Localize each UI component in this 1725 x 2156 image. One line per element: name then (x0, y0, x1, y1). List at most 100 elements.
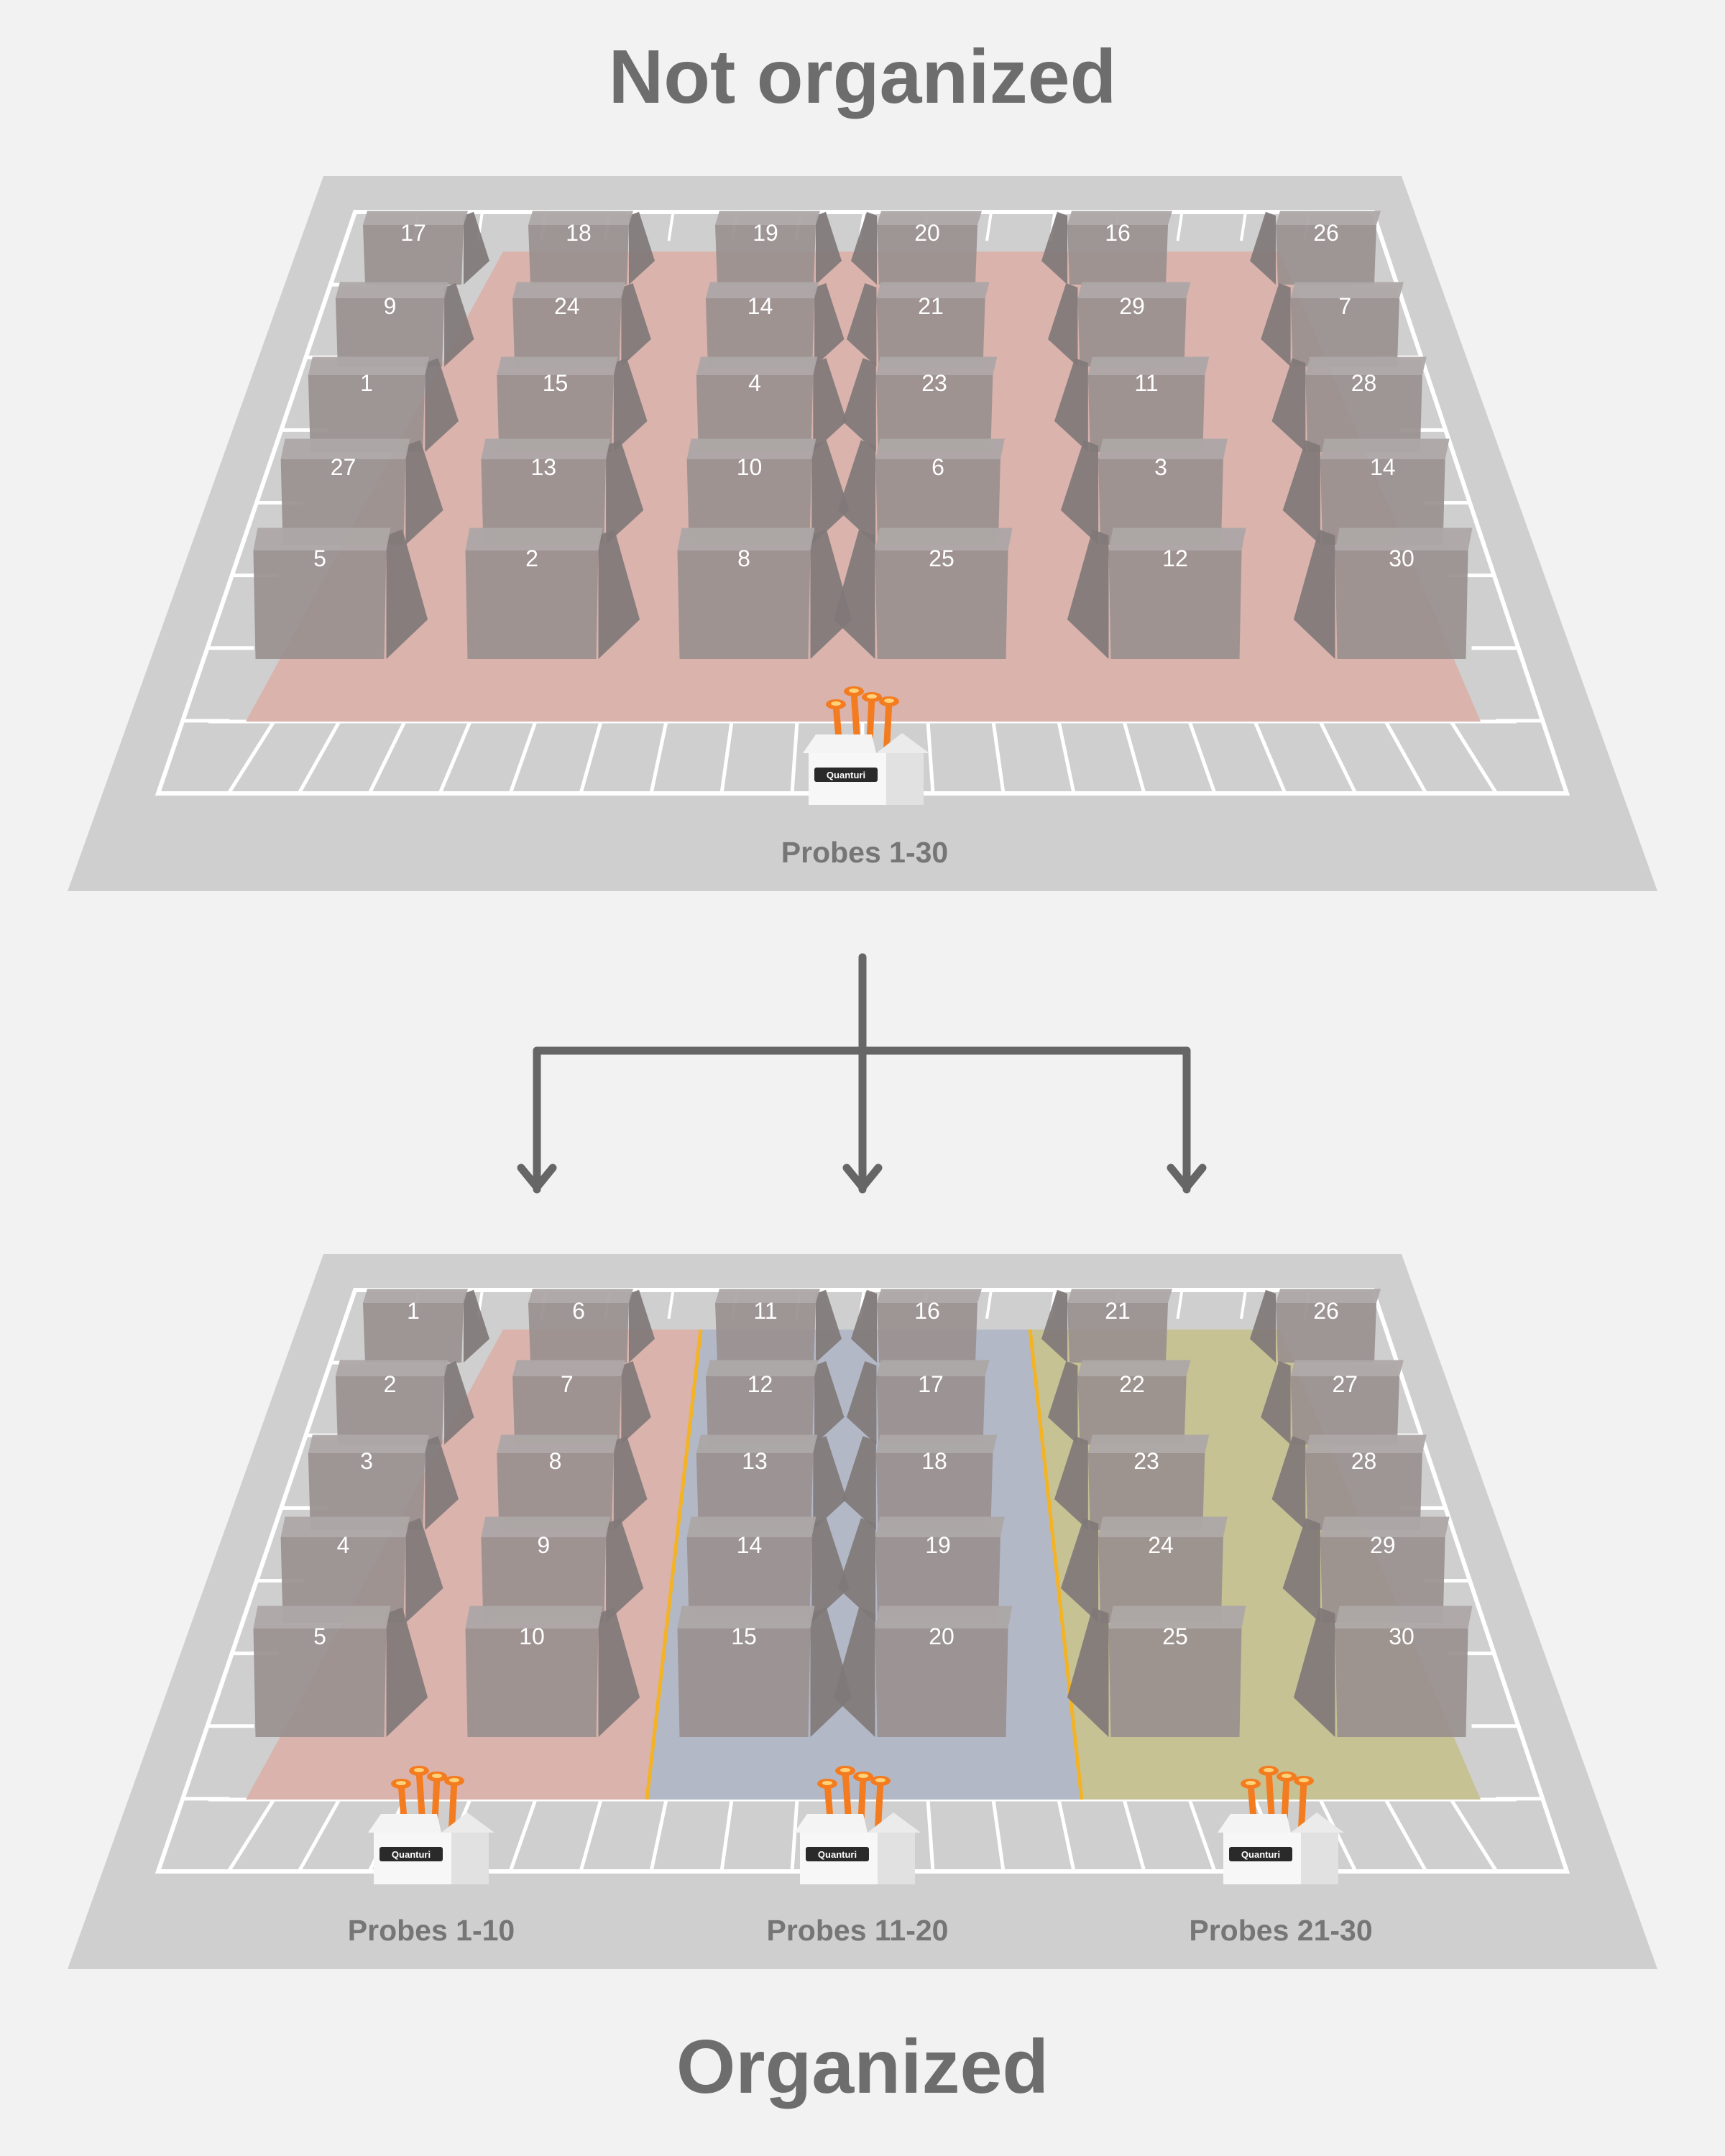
stall-line (1240, 211, 1247, 241)
probe-head-highlight (1264, 1768, 1274, 1772)
box-front-face (363, 225, 464, 285)
box-front-face (497, 1453, 614, 1530)
box-number: 17 (400, 220, 426, 246)
box-top-face (363, 1289, 468, 1303)
box-top-face (1305, 356, 1427, 375)
box-side-face (1054, 358, 1088, 452)
storage-box: 14 (705, 282, 845, 367)
stall-line (579, 721, 603, 794)
storage-box: 23 (1054, 1434, 1210, 1530)
probe-head-highlight (875, 1778, 886, 1782)
storage-box: 14 (1282, 438, 1450, 545)
box-top-face (335, 1360, 449, 1376)
box-side-face (1261, 1361, 1291, 1445)
box-front-face (876, 298, 985, 367)
stacks: 1234567891011121314151617181920212223242… (253, 1289, 1473, 1737)
probe-head-highlight (432, 1774, 442, 1778)
box-number: 26 (1313, 220, 1339, 246)
storage-box: 17 (363, 211, 489, 285)
box-number: 19 (925, 1532, 951, 1558)
box-front-face (877, 225, 978, 285)
box-front-face (1276, 225, 1376, 285)
box-number: 10 (519, 1623, 545, 1649)
brand-logo: Quanturi (392, 1849, 431, 1860)
box-number: 6 (932, 454, 944, 480)
box-side-face (1041, 211, 1067, 285)
storage-box: 7 (1261, 282, 1404, 367)
box-front-face (497, 375, 614, 452)
box-flap (441, 1812, 494, 1833)
box-side-face (613, 1436, 648, 1530)
box-side-face (1250, 1289, 1276, 1363)
box-top-face (876, 1360, 990, 1376)
box-top-face (1077, 1360, 1191, 1376)
storage-box: 19 (715, 211, 842, 285)
box-top-face (465, 1606, 603, 1628)
storage-box: 10 (465, 1606, 640, 1737)
box-top-face (1305, 1434, 1427, 1453)
box-flap (1218, 1814, 1291, 1833)
probe-label-1-10: Probes 1-10 (348, 1914, 515, 1947)
box-top-face (481, 1516, 611, 1537)
stall-line (1187, 721, 1217, 794)
storage-box: 24 (1060, 1516, 1228, 1623)
box-number: 1 (407, 1298, 420, 1324)
box-side-face (621, 1361, 651, 1445)
stall-line (1240, 1289, 1247, 1319)
box-number: 9 (384, 293, 397, 319)
box-number: 23 (1133, 1448, 1159, 1474)
storage-box: 29 (1048, 282, 1191, 367)
box-side-face (386, 1607, 428, 1737)
stall-line (297, 1798, 341, 1873)
box-front-face (696, 375, 814, 452)
box-top-face (512, 282, 626, 298)
box-side-face (1282, 440, 1320, 545)
box-top-face (497, 356, 618, 375)
storage-box: 15 (677, 1606, 852, 1737)
stall-line (1176, 1289, 1184, 1319)
box-side-face (1250, 211, 1276, 285)
box-top-face (876, 282, 990, 298)
box-front-face (335, 1376, 445, 1445)
box-number: 20 (914, 220, 940, 246)
box-front-face (677, 1628, 811, 1737)
box-front-face (875, 550, 1008, 659)
storage-box: 28 (1271, 356, 1427, 452)
probe-label-11-20: Probes 11-20 (767, 1914, 949, 1947)
probe-head-highlight (822, 1781, 832, 1785)
box-front-face (1067, 1303, 1168, 1363)
box-number: 17 (918, 1371, 944, 1397)
box-side-face (386, 529, 428, 659)
box-side-face (1261, 283, 1291, 367)
probe-head-highlight (414, 1768, 424, 1772)
box-front-face (1077, 1376, 1187, 1445)
box-front-face (1098, 1537, 1223, 1623)
box-front-face (1320, 459, 1445, 545)
box-front-face (705, 1376, 815, 1445)
box-side-face (464, 211, 489, 285)
box-top-face (705, 282, 819, 298)
box-side-face (629, 211, 655, 285)
box-side-face (813, 358, 847, 452)
box-number: 25 (929, 545, 954, 571)
probe-head-highlight (449, 1778, 459, 1782)
box-top-face (875, 528, 1013, 550)
box-side-face (425, 358, 459, 452)
box-top-face (686, 438, 816, 459)
box-top-face (1290, 1360, 1404, 1376)
box-side-face (833, 529, 875, 659)
storage-box: 20 (851, 211, 982, 285)
box-side-face (1060, 1518, 1099, 1623)
box-number: 19 (753, 220, 778, 246)
box-number: 16 (914, 1298, 940, 1324)
box-side-face (1048, 283, 1078, 367)
box-number: 7 (1338, 293, 1351, 319)
box-number: 27 (1332, 1371, 1358, 1397)
probe-station: Quanturi (803, 686, 929, 805)
box-top-face (1087, 356, 1210, 375)
box-number: 27 (331, 454, 356, 480)
storage-box: 17 (847, 1360, 990, 1445)
probe-head-highlight (840, 1768, 850, 1772)
